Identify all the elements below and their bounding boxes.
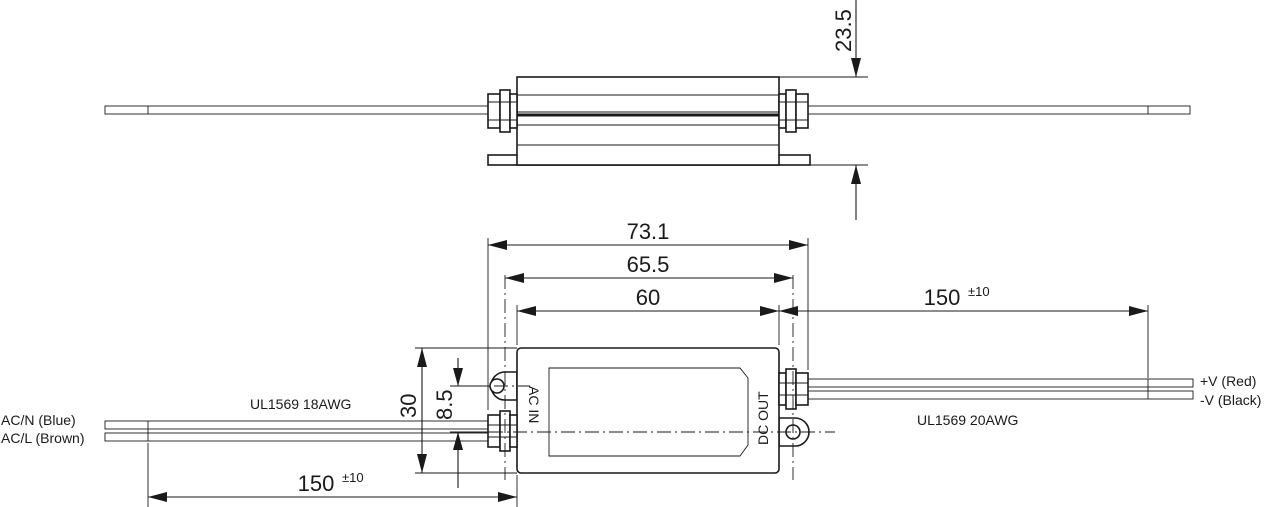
output-cables — [807, 378, 1194, 400]
dim-output-cable-label: 150 — [924, 285, 961, 310]
output-cable-label: UL1569 20AWG — [917, 412, 1018, 428]
side-left-cable — [104, 105, 491, 115]
dim-output-cable: 150 ±10 — [779, 284, 1148, 316]
side-right-gland — [778, 89, 809, 133]
input-cable-label: UL1569 18AWG — [250, 396, 351, 412]
ac-n-label: AC/N (Blue) — [1, 412, 76, 428]
side-view: 23.5 — [104, 0, 1191, 220]
dim-input-cable-tol: ±10 — [342, 470, 364, 485]
dim-height-side: 23.5 — [779, 0, 868, 220]
dim-hole-offset: 8.5 — [432, 358, 490, 488]
dim-input-cable-label: 150 — [298, 471, 335, 496]
output-gland — [778, 368, 809, 410]
side-right-cable — [804, 105, 1191, 115]
dim-body-length-label: 60 — [636, 285, 660, 310]
ac-in-label: AC IN — [526, 386, 542, 423]
dim-input-cable: 150 ±10 — [148, 470, 517, 502]
v-plus-label: +V (Red) — [1200, 373, 1256, 389]
dim-output-cable-tol: ±10 — [968, 284, 990, 299]
top-body — [516, 347, 780, 474]
dim-width: 30 — [396, 347, 517, 474]
dim-mount-spacing: 65.5 — [505, 252, 793, 283]
dim-mount-spacing-label: 65.5 — [627, 252, 670, 277]
side-body — [516, 76, 780, 166]
extension-lines — [147, 238, 1149, 507]
dim-total-length-label: 73.1 — [627, 219, 670, 244]
dim-width-label: 30 — [396, 394, 421, 418]
top-view: AC IN DC OUT 73.1 65.5 — [1, 219, 1261, 507]
dim-height-side-label: 23.5 — [831, 9, 856, 52]
dim-total-length: 73.1 — [488, 219, 808, 250]
dim-body-length: 60 — [517, 285, 779, 316]
input-cables — [104, 420, 491, 442]
v-minus-label: -V (Black) — [1200, 392, 1261, 408]
input-gland — [487, 410, 518, 452]
dc-out-label: DC OUT — [755, 391, 771, 445]
side-left-gland — [487, 89, 518, 133]
ac-l-label: AC/L (Brown) — [1, 430, 85, 446]
dim-hole-offset-label: 8.5 — [432, 389, 457, 420]
